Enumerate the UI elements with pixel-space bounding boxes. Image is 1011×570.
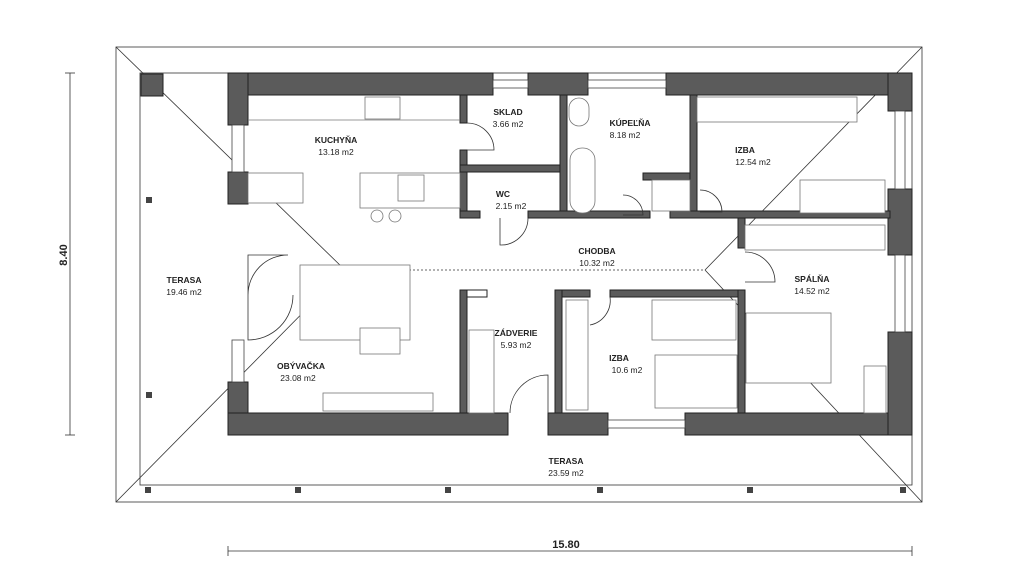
room-name: SKLAD	[493, 107, 522, 117]
room-label-izba-2: IZBA 10.6 m2	[609, 353, 643, 375]
room-label-kupelna: KÚPEĽŇA 8.18 m2	[609, 117, 650, 140]
room-label-sklad: SKLAD 3.66 m2	[493, 107, 524, 129]
room-area: 23.08 m2	[280, 373, 316, 383]
room-label-wc: WC 2.15 m2	[496, 189, 527, 211]
room-label-obyvacka: OBÝVAČKA 23.08 m2	[277, 360, 325, 383]
dimension-height: 8.40	[58, 72, 75, 436]
room-label-spalna: SPÁLŇA 14.52 m2	[794, 273, 830, 296]
room-area: 3.66 m2	[493, 119, 524, 129]
room-label-izba-1: IZBA 12.54 m2	[735, 145, 771, 167]
room-label-terasa-bottom: TERASA 23.59 m2	[548, 456, 584, 478]
room-name: IZBA	[609, 353, 629, 363]
room-name: KÚPEĽŇA	[609, 117, 650, 128]
room-area: 23.59 m2	[548, 468, 584, 478]
room-name: CHODBA	[578, 246, 615, 256]
room-area: 10.6 m2	[612, 365, 643, 375]
room-name: ZÁDVERIE	[495, 328, 538, 338]
room-area: 10.32 m2	[579, 258, 615, 268]
windows	[231, 79, 906, 429]
room-name: WC	[496, 189, 510, 199]
room-area: 8.18 m2	[610, 130, 641, 140]
terrace-outline	[139, 72, 913, 486]
room-name: TERASA	[167, 275, 202, 285]
room-name: OBÝVAČKA	[277, 360, 325, 371]
interior-walls	[459, 94, 891, 414]
room-label-zadverie: ZÁDVERIE 5.93 m2	[495, 328, 538, 350]
room-label-kuchyna: KUCHYŇA 13.18 m2	[315, 134, 358, 157]
furniture	[247, 96, 887, 414]
room-name: IZBA	[735, 145, 755, 155]
room-area: 12.54 m2	[735, 157, 771, 167]
room-label-terasa-left: TERASA 19.46 m2	[166, 275, 202, 297]
dimension-width-label: 15.80	[552, 539, 580, 551]
roof-outline	[115, 46, 923, 503]
room-area: 5.93 m2	[501, 340, 532, 350]
room-label-chodba: CHODBA 10.32 m2	[578, 246, 615, 268]
room-name: KUCHYŇA	[315, 134, 358, 145]
room-area: 14.52 m2	[794, 286, 830, 296]
dimension-width: 15.80	[227, 539, 913, 556]
doors	[247, 122, 776, 414]
room-name: TERASA	[549, 456, 584, 466]
dimension-height-label: 8.40	[58, 244, 70, 265]
room-area: 2.15 m2	[496, 201, 527, 211]
room-area: 13.18 m2	[318, 147, 354, 157]
room-name: SPÁLŇA	[795, 273, 830, 284]
room-area: 19.46 m2	[166, 287, 202, 297]
exterior-walls	[227, 72, 913, 436]
terrace-posts	[140, 73, 906, 493]
